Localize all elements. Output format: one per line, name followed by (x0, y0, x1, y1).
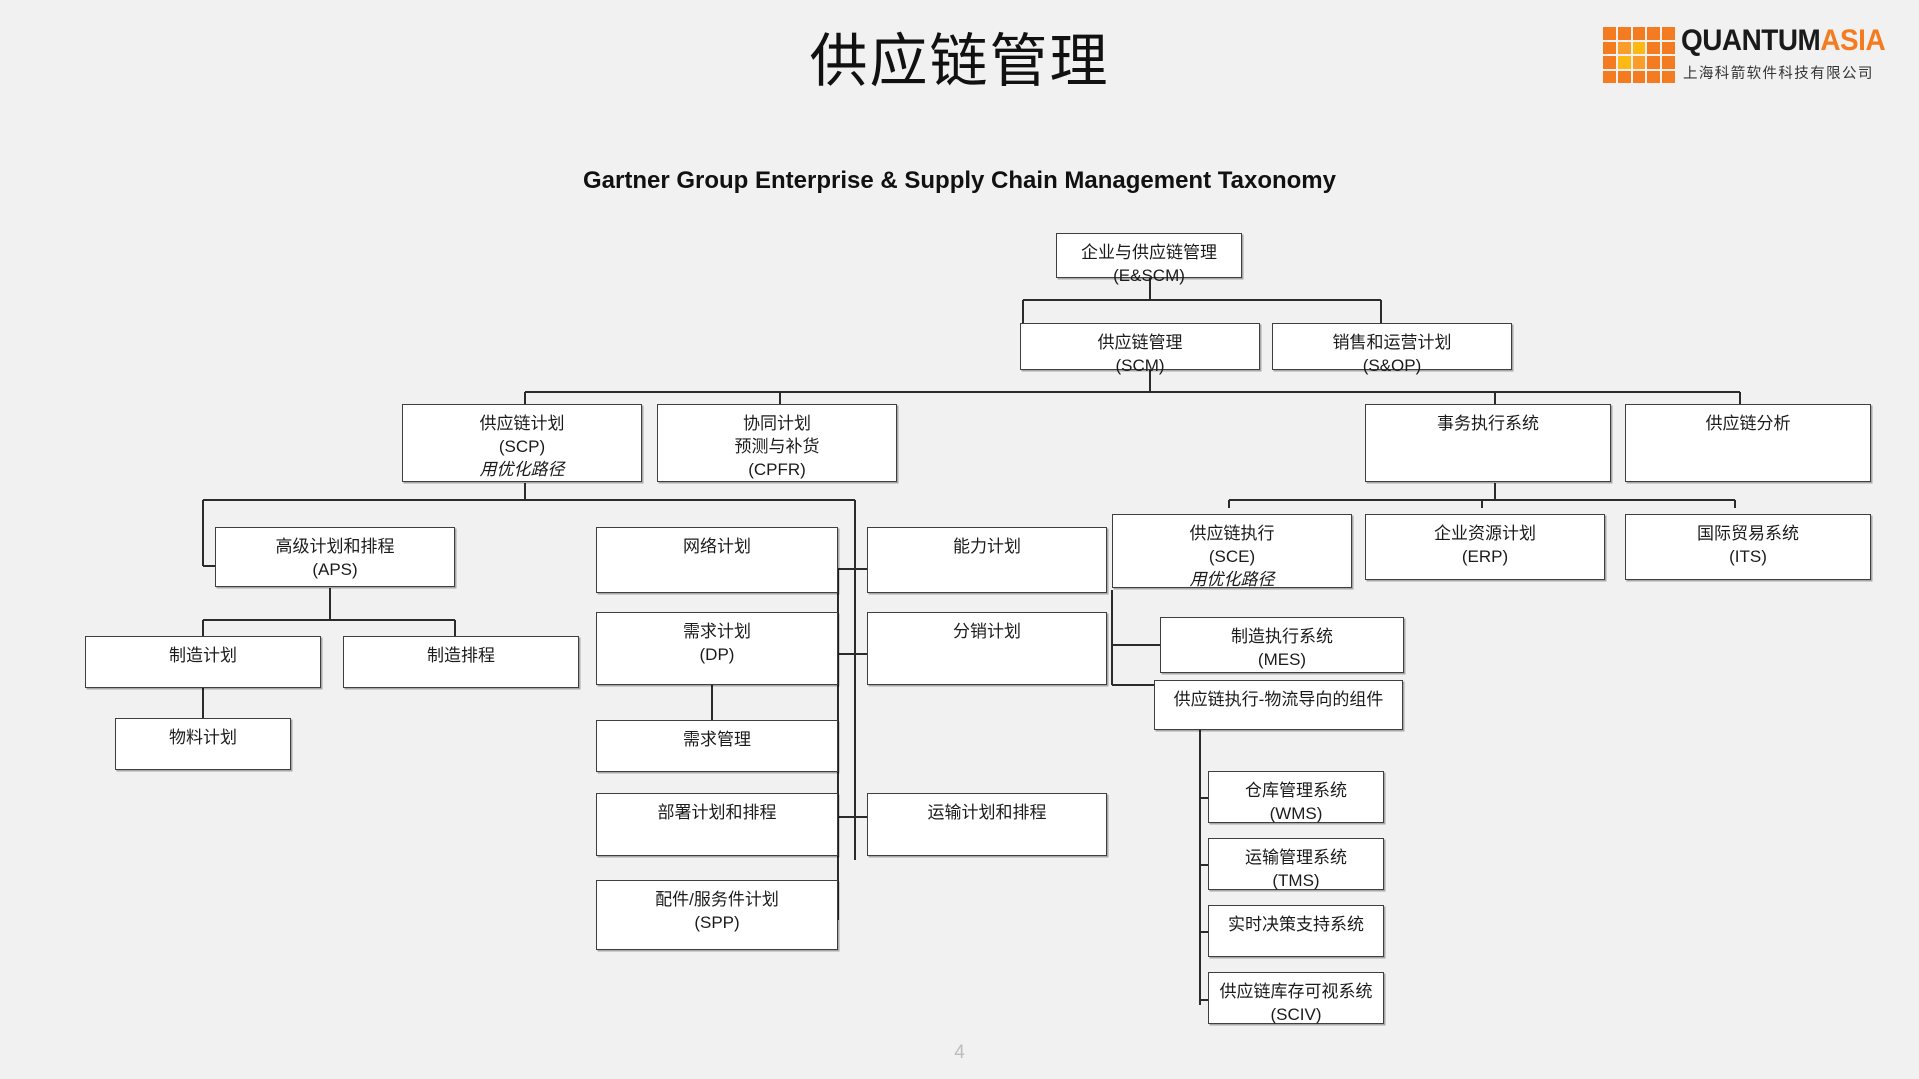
node-line: (S&OP) (1362, 356, 1422, 375)
node-capacity-plan[interactable]: 能力计划 (867, 527, 1107, 593)
node-line: 供应链分析 (1705, 414, 1791, 433)
node-line: 企业资源计划 (1434, 524, 1536, 543)
node-escm[interactable]: 企业与供应链管理 (E&SCM) (1056, 233, 1242, 285)
node-line: (ITS) (1729, 547, 1767, 566)
node-line: 需求计划 (683, 622, 751, 641)
node-line: 配件/服务件计划 (655, 890, 779, 909)
node-scm[interactable]: 供应链管理 (SCM) (1020, 323, 1260, 375)
node-sce-logistics-components[interactable]: 供应链执行-物流导向的组件 (1154, 680, 1403, 730)
node-deployment-plan-schedule[interactable]: 部署计划和排程 (596, 793, 838, 856)
node-line: 供应链库存可视系统 (1219, 982, 1373, 1001)
node-line: 用优化路径 (479, 460, 565, 479)
node-tms[interactable]: 运输管理系统 (TMS) (1208, 838, 1384, 890)
node-line: (ERP) (1461, 547, 1509, 566)
node-line: 物料计划 (169, 728, 237, 747)
node-line: 供应链计划 (479, 414, 565, 433)
node-line: 网络计划 (683, 537, 751, 556)
node-material-plan[interactable]: 物料计划 (115, 718, 291, 770)
logo-wordmark-accent: ASIA (1820, 24, 1886, 57)
node-line: 高级计划和排程 (275, 537, 395, 556)
company-logo: QUANTUMASIA 上海科箭软件科技有限公司 (1601, 22, 1901, 88)
logo-grid-icon (1603, 27, 1675, 83)
node-line: 制造排程 (427, 646, 495, 665)
node-line: 制造计划 (169, 646, 237, 665)
node-line: (TMS) (1272, 871, 1320, 890)
node-line: 实时决策支持系统 (1228, 915, 1364, 934)
node-manufacturing-plan[interactable]: 制造计划 (85, 636, 321, 688)
node-line: 运输管理系统 (1245, 848, 1347, 867)
node-line: (SPP) (694, 913, 740, 932)
node-line: (WMS) (1269, 804, 1323, 823)
node-line: 分销计划 (953, 622, 1021, 641)
node-line: 供应链执行-物流导向的组件 (1173, 690, 1384, 709)
node-erp[interactable]: 企业资源计划 (ERP) (1365, 514, 1605, 580)
page-title: 供应链管理 (809, 29, 1110, 94)
node-line: 制造执行系统 (1231, 627, 1333, 646)
node-manufacturing-schedule[interactable]: 制造排程 (343, 636, 579, 688)
node-line: 部署计划和排程 (657, 803, 777, 822)
node-dp[interactable]: 需求计划 (DP) (596, 612, 838, 685)
node-line: (SCM) (1115, 356, 1165, 375)
node-line: 供应链管理 (1097, 333, 1183, 352)
node-line: 能力计划 (953, 537, 1021, 556)
node-line: 仓库管理系统 (1245, 781, 1347, 800)
node-line: (E&SCM) (1113, 266, 1185, 285)
node-cpfr[interactable]: 协同计划 预测与补货 (CPFR) (657, 404, 897, 482)
node-line: (SCP) (498, 437, 546, 456)
node-transport-plan-schedule[interactable]: 运输计划和排程 (867, 793, 1107, 856)
node-line: 协同计划 (743, 414, 811, 433)
node-wms[interactable]: 仓库管理系统 (WMS) (1208, 771, 1384, 823)
logo-subtitle: 上海科箭软件科技有限公司 (1683, 66, 1874, 82)
node-line: 需求管理 (683, 730, 751, 749)
node-aps[interactable]: 高级计划和排程 (APS) (215, 527, 455, 587)
node-supply-chain-analytics[interactable]: 供应链分析 (1625, 404, 1871, 482)
node-demand-management[interactable]: 需求管理 (596, 720, 838, 772)
node-realtime-decision-support[interactable]: 实时决策支持系统 (1208, 905, 1384, 957)
node-sciv[interactable]: 供应链库存可视系统 (SCIV) (1208, 972, 1384, 1024)
node-line: 企业与供应链管理 (1081, 243, 1217, 262)
node-sce[interactable]: 供应链执行 (SCE) 用优化路径 (1112, 514, 1352, 589)
node-line: 预测与补货 (734, 437, 820, 456)
node-its[interactable]: 国际贸易系统 (ITS) (1625, 514, 1871, 580)
node-line: (APS) (312, 560, 358, 579)
logo-wordmark-dark: QUANTUM (1681, 24, 1821, 57)
node-line: (SCIV) (1270, 1005, 1322, 1024)
node-distribution-plan[interactable]: 分销计划 (867, 612, 1107, 685)
node-line: (SCE) (1208, 547, 1256, 566)
node-line: 运输计划和排程 (927, 803, 1047, 822)
node-line: 事务执行系统 (1437, 414, 1539, 433)
node-network-plan[interactable]: 网络计划 (596, 527, 838, 593)
node-line: (CPFR) (748, 460, 806, 479)
node-line: (MES) (1257, 650, 1307, 669)
node-line: 销售和运营计划 (1332, 333, 1452, 352)
node-mes[interactable]: 制造执行系统 (MES) (1160, 617, 1404, 673)
node-line: (DP) (699, 645, 735, 664)
node-sop[interactable]: 销售和运营计划 (S&OP) (1272, 323, 1512, 375)
node-spp[interactable]: 配件/服务件计划 (SPP) (596, 880, 838, 950)
node-scp[interactable]: 供应链计划 (SCP) 用优化路径 (402, 404, 642, 482)
chart-subtitle: Gartner Group Enterprise & Supply Chain … (582, 167, 1336, 194)
node-line: 用优化路径 (1189, 570, 1275, 589)
logo-wordmark: QUANTUMASIA (1681, 24, 1886, 58)
node-transaction-execution-system[interactable]: 事务执行系统 (1365, 404, 1611, 482)
page-number: 4 (954, 1042, 965, 1063)
node-line: 国际贸易系统 (1697, 524, 1799, 543)
node-line: 供应链执行 (1189, 524, 1275, 543)
